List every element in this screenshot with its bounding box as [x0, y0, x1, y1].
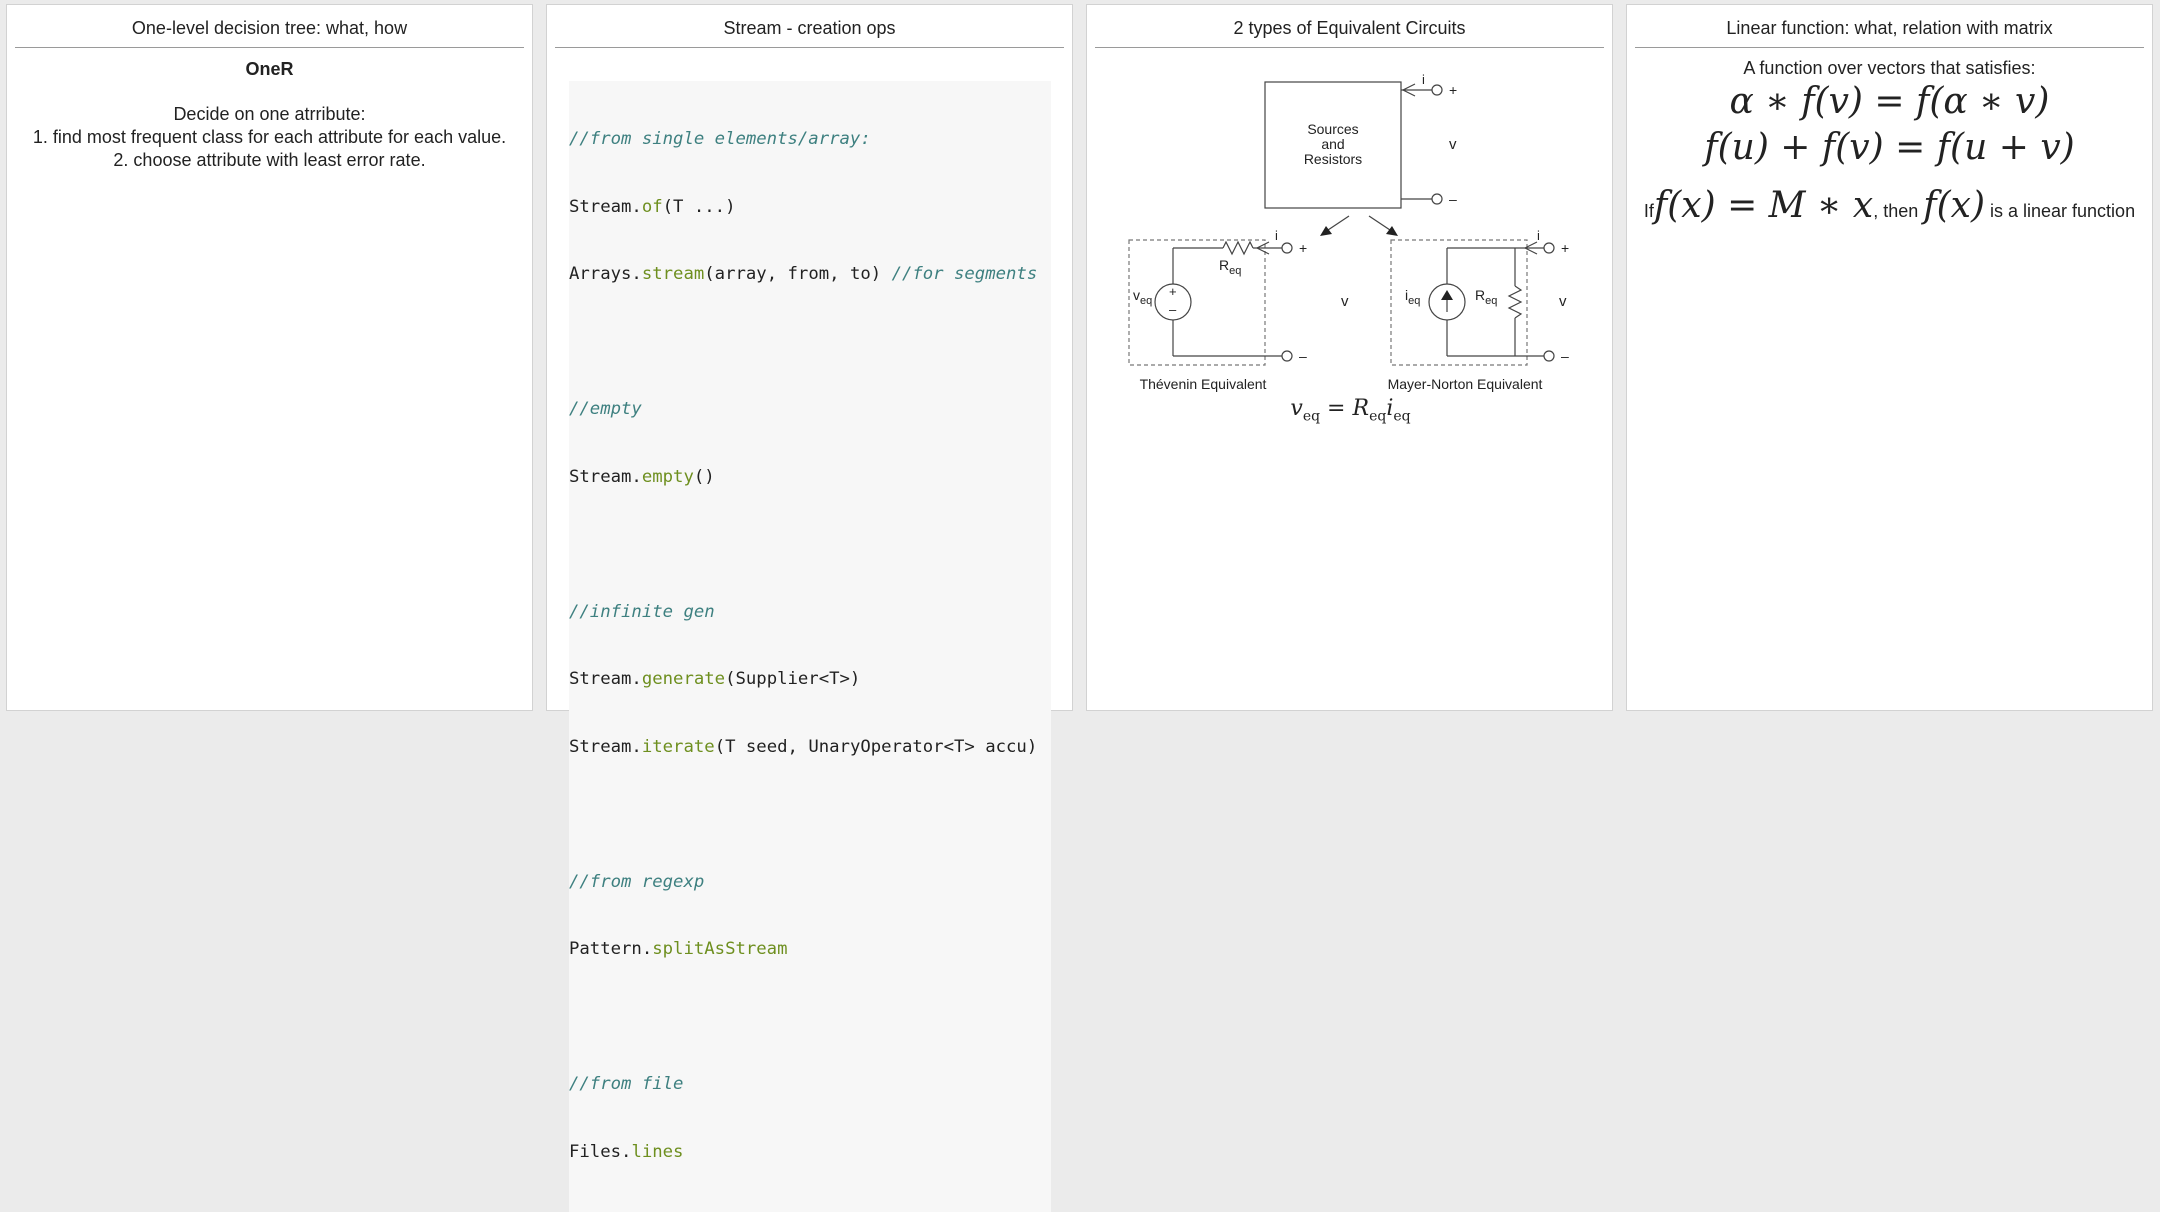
svg-text:i: i: [1422, 72, 1425, 87]
code-line: //infinite gen: [569, 601, 715, 622]
resistor: [1222, 240, 1254, 256]
intro-text: A function over vectors that satisfies:: [1743, 58, 2036, 78]
svg-text:v: v: [1341, 293, 1349, 310]
card-title: 2 types of Equivalent Circuits: [1095, 5, 1604, 48]
svg-text:+: +: [1449, 82, 1457, 98]
matrix-relation-text: Iff(x) = M ∗ x, then f(x) is a linear fu…: [1643, 185, 2136, 226]
card-linear-function[interactable]: Linear function: what, relation with mat…: [1626, 4, 2153, 711]
card-heading: OneR: [245, 59, 294, 79]
code-line: //from file: [569, 1074, 684, 1094]
arrow-left: [1324, 215, 1350, 233]
thevenin-dashed-box: [1128, 239, 1266, 366]
arrow-right: [1368, 215, 1394, 233]
svg-text:+: +: [1299, 240, 1307, 256]
code-line: Stream.of(T ...): [569, 196, 736, 217]
svg-text:–: –: [1449, 191, 1457, 207]
text-line: 2. choose attribute with least error rat…: [113, 150, 426, 170]
code-line: //from single elements/array:: [569, 129, 871, 149]
norton-label: Mayer-Norton Equivalent: [1388, 376, 1543, 392]
card-body: A function over vectors that satisfies: …: [1627, 48, 2152, 229]
svg-text:–: –: [1299, 348, 1307, 364]
code-line-blank: [569, 1006, 1051, 1029]
box-label: and: [1321, 136, 1344, 152]
box-label: Resistors: [1304, 151, 1362, 167]
code-line: Stream.generate(Supplier<T>): [569, 669, 861, 689]
code-line: //empty: [569, 399, 642, 419]
equivalent-circuit-diagram: Sources and Resistors i + – v: [1128, 72, 1569, 392]
svg-text:+: +: [1561, 240, 1569, 256]
card-title: Linear function: what, relation with mat…: [1635, 5, 2144, 48]
equation: veq = Reqieq: [1290, 396, 1411, 425]
svg-text:ieq: ieq: [1405, 287, 1420, 307]
svg-text:i: i: [1275, 228, 1278, 243]
svg-text:Req: Req: [1219, 257, 1241, 277]
code-line-blank: [569, 803, 1051, 826]
terminal: [1431, 193, 1443, 205]
card-decision-tree[interactable]: One-level decision tree: what, how OneR …: [6, 4, 533, 711]
code-line: //from regexp: [569, 871, 705, 892]
sources-resistors-box: [1264, 81, 1402, 209]
box-label: Sources: [1307, 121, 1358, 137]
code-line-blank: [569, 331, 1051, 354]
card-title: Stream - creation ops: [555, 5, 1064, 48]
code-line: Stream.iterate(T seed, UnaryOperator<T> …: [569, 736, 1038, 757]
svg-text:v: v: [1449, 136, 1457, 153]
text-line: Decide on one atrribute:: [173, 104, 366, 124]
svg-text:+: +: [1169, 284, 1177, 299]
code-line-blank: [569, 533, 1051, 556]
svg-text:veq: veq: [1133, 287, 1152, 307]
text-line: 1. find most frequent class for each att…: [32, 127, 507, 147]
resistor: [1507, 285, 1523, 319]
code-line: Arrays.stream(array, from, to) //for seg…: [569, 264, 1038, 284]
card-body: OneR Decide on one atrribute: 1. find mo…: [7, 48, 532, 172]
svg-text:–: –: [1561, 348, 1569, 364]
equation-additivity: f(u) + f(v) = f(u + v): [1704, 127, 2075, 168]
svg-text:–: –: [1169, 302, 1177, 317]
equation-homogeneity: α ∗ f(v) = f(α ∗ v): [1729, 81, 2050, 122]
card-title: One-level decision tree: what, how: [15, 5, 524, 48]
norton-dashed-box: [1390, 239, 1528, 366]
code-block: //from single elements/array: Stream.of(…: [569, 81, 1051, 1212]
code-line: Files.lines: [569, 1141, 684, 1162]
card-stream-creation[interactable]: Stream - creation ops //from single elem…: [546, 4, 1073, 1212]
terminal: [1431, 84, 1443, 96]
code-line: Pattern.splitAsStream: [569, 939, 788, 959]
svg-text:v: v: [1559, 293, 1567, 310]
svg-text:i: i: [1537, 228, 1540, 243]
current-arrow: [1401, 83, 1416, 97]
flashcard-deck: One-level decision tree: what, how OneR …: [6, 4, 2153, 1212]
card-equivalent-circuits[interactable]: 2 types of Equivalent Circuits Sources a…: [1086, 4, 1613, 711]
code-line: Stream.empty(): [569, 466, 715, 487]
svg-text:Req: Req: [1475, 287, 1497, 307]
thevenin-label: Thévenin Equivalent: [1140, 376, 1267, 392]
